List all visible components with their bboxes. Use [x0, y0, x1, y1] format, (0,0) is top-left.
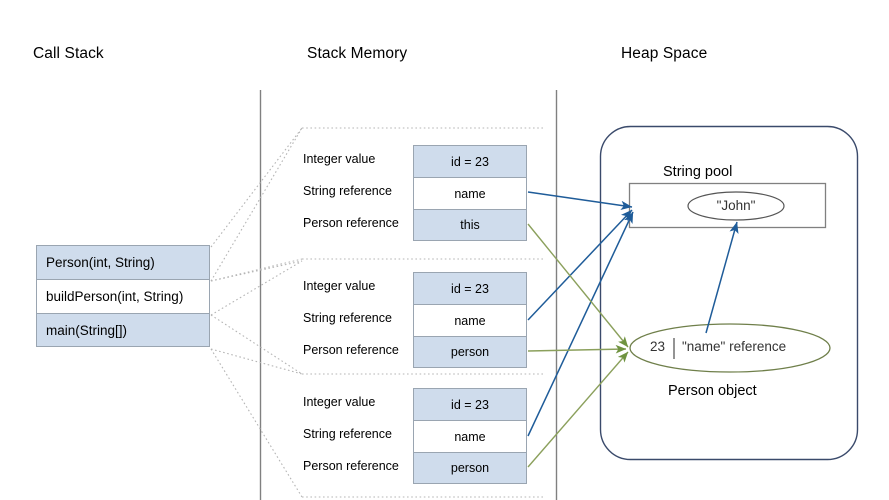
stack-row-label-string: String reference — [303, 311, 392, 325]
stack-cell-integer: id = 23 — [413, 145, 527, 177]
stack-cell-person: this — [413, 209, 527, 241]
stack-frame-box: id = 23 name person — [413, 272, 527, 368]
stack-cell-person: person — [413, 336, 527, 368]
stack-cell-person: person — [413, 452, 527, 484]
heap-space-boundary — [599, 125, 859, 461]
stack-row-label-integer: Integer value — [303, 279, 376, 293]
stack-cell-integer: id = 23 — [413, 272, 527, 304]
call-stack-frame-label: buildPerson(int, String) — [46, 289, 184, 304]
person-reference-arrows — [527, 223, 629, 468]
stack-cell-string: name — [413, 177, 527, 209]
stack-row-label-integer: Integer value — [303, 395, 376, 409]
call-stack-frame-buildperson: buildPerson(int, String) — [36, 279, 210, 313]
string-literal-ellipse — [687, 191, 785, 221]
stack-cell-integer: id = 23 — [413, 388, 527, 420]
arrow-person-frame2 — [527, 351, 629, 468]
column-title-stack-memory: Stack Memory — [307, 45, 408, 62]
person-object-name-reference: "name" reference — [682, 339, 787, 354]
stack-row-label-person: Person reference — [303, 459, 399, 473]
column-title-heap-space: Heap Space — [621, 45, 708, 62]
stack-row-label-string: String reference — [303, 427, 392, 441]
stack-cell-string: name — [413, 420, 527, 452]
string-reference-arrows — [527, 191, 634, 437]
column-title-call-stack: Call Stack — [33, 45, 104, 62]
string-pool-label: String pool — [663, 164, 733, 180]
stack-frame-box: id = 23 name person — [413, 388, 527, 484]
stack-cell-string: name — [413, 304, 527, 336]
stack-row-label-integer: Integer value — [303, 152, 376, 166]
arrow-this-frame0 — [527, 223, 629, 348]
call-stack-frame-person: Person(int, String) — [36, 245, 210, 279]
call-stack-frame-label: Person(int, String) — [46, 255, 155, 270]
person-object-label: Person object — [668, 383, 757, 399]
stack-frame-box: id = 23 name this — [413, 145, 527, 241]
leader-lines — [210, 127, 545, 498]
stack-row-label-string: String reference — [303, 184, 392, 198]
call-stack-frame-main: main(String[]) — [36, 313, 210, 347]
stack-row-label-person: Person reference — [303, 216, 399, 230]
stack-frame-2: Integer value String reference Person re… — [303, 388, 541, 484]
person-object-ellipse — [629, 323, 831, 373]
stack-frame-1: Integer value String reference Person re… — [303, 272, 541, 368]
stack-frame-0: Integer value String reference Person re… — [303, 145, 541, 241]
person-object-id-value: 23 — [650, 339, 666, 354]
arrow-name-frame2 — [527, 211, 634, 437]
stack-row-label-person: Person reference — [303, 343, 399, 357]
call-stack-frame-label: main(String[]) — [46, 322, 128, 338]
arrow-person-frame1 — [527, 344, 627, 354]
arrow-name-frame0 — [527, 191, 633, 211]
call-stack-list: Person(int, String) buildPerson(int, Str… — [36, 245, 210, 347]
string-literal-label: "John" — [716, 198, 756, 213]
arrow-name-frame1 — [527, 209, 633, 321]
arrow-person-to-string — [705, 221, 739, 334]
